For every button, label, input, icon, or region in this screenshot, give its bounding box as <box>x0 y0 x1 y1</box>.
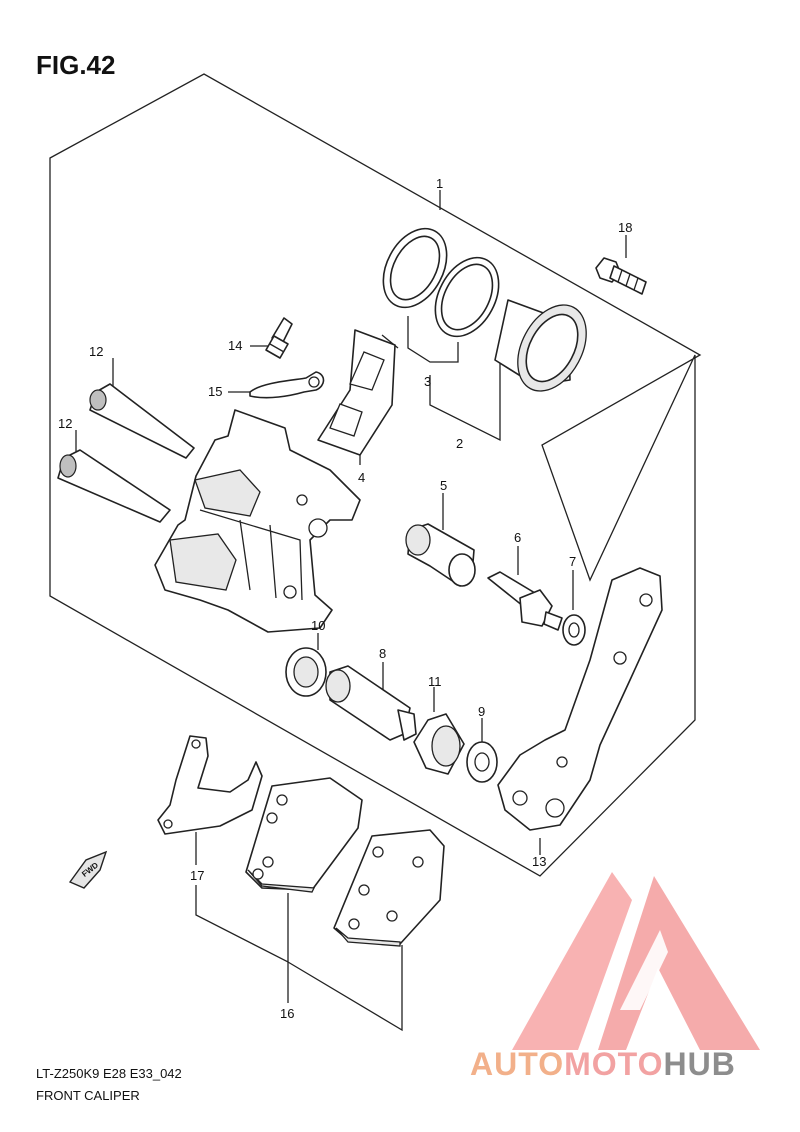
slide-pins <box>57 383 195 523</box>
callout-1: 1 <box>436 176 443 191</box>
caliper-body <box>154 409 361 633</box>
callout-labels: 1 2 3 4 5 6 7 8 9 10 11 12 12 13 14 15 1… <box>58 176 632 1021</box>
bleeder-cap <box>249 371 325 399</box>
pin-boot <box>413 713 465 775</box>
callout-4: 4 <box>358 470 365 485</box>
fwd-arrow-icon: FWD <box>68 850 108 889</box>
model-code: LT-Z250K9 E28 E33_042 <box>36 1066 182 1081</box>
brake-pad-outer <box>245 777 363 893</box>
callout-13: 13 <box>532 854 546 869</box>
callout-18: 18 <box>618 220 632 235</box>
leader-lines <box>75 190 627 1032</box>
callout-16: 16 <box>280 1006 294 1021</box>
brand-part-1: AUTO <box>470 1046 565 1082</box>
piston <box>494 299 587 392</box>
brand-wordmark: AUTOMOTOHUB <box>470 1046 736 1083</box>
caliper-bolt <box>487 571 563 631</box>
piston-seal-rings <box>382 227 500 338</box>
callout-7: 7 <box>569 554 576 569</box>
callout-8: 8 <box>379 646 386 661</box>
mounting-bolt <box>595 257 647 295</box>
pin-sleeve <box>405 523 476 587</box>
dust-boot <box>285 647 327 697</box>
washer-small <box>562 614 586 646</box>
callout-9: 9 <box>478 704 485 719</box>
callout-12a: 12 <box>89 344 103 359</box>
callout-3: 3 <box>424 374 431 389</box>
callout-6: 6 <box>514 530 521 545</box>
assembly-boundary <box>49 73 702 877</box>
callout-14: 14 <box>228 338 242 353</box>
brand-part-3: HUB <box>663 1046 736 1082</box>
callout-2: 2 <box>456 436 463 451</box>
caliper-pin <box>325 665 417 741</box>
automotohub-logo-icon <box>512 872 760 1050</box>
callout-10: 10 <box>311 618 325 633</box>
washer <box>466 741 498 783</box>
bleeder-valve <box>265 317 293 359</box>
callout-15: 15 <box>208 384 222 399</box>
pad-shim <box>157 735 263 835</box>
brand-part-2: MOTO <box>564 1046 664 1082</box>
callout-5: 5 <box>440 478 447 493</box>
callout-12b: 12 <box>58 416 72 431</box>
callout-17: 17 <box>190 868 204 883</box>
assembly-name: FRONT CALIPER <box>36 1088 140 1103</box>
brake-pad-inner <box>333 829 445 947</box>
pad-spring <box>317 329 396 456</box>
callout-11: 11 <box>428 674 442 689</box>
caliper-bracket <box>497 567 663 831</box>
figure-title: FIG.42 <box>36 50 116 80</box>
